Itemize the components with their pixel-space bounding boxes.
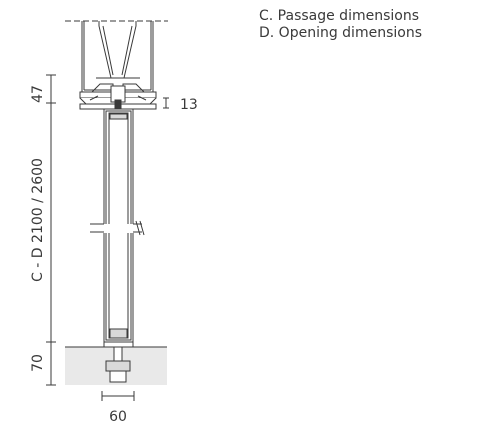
ceiling-profile xyxy=(65,20,168,92)
bottom-height-label: 70 xyxy=(30,354,46,372)
gap-dimension-marker xyxy=(163,97,169,109)
legend: C. Passage dimensions D. Opening dimensi… xyxy=(259,8,422,42)
legend-item-passage: C. Passage dimensions xyxy=(259,8,420,24)
width-dimension-marker xyxy=(101,391,135,401)
bottom-guide xyxy=(105,346,131,383)
door-leaf xyxy=(90,108,145,348)
top-height-label: 47 xyxy=(30,85,46,103)
legend-item-opening: D. Opening dimensions xyxy=(259,25,422,41)
height-dimension-line xyxy=(46,74,56,386)
door-height-label: C - D 2100 / 2600 xyxy=(30,158,46,282)
rail-assembly xyxy=(79,83,157,110)
bottom-width-label: 60 xyxy=(109,409,127,425)
gap-label: 13 xyxy=(180,97,198,113)
